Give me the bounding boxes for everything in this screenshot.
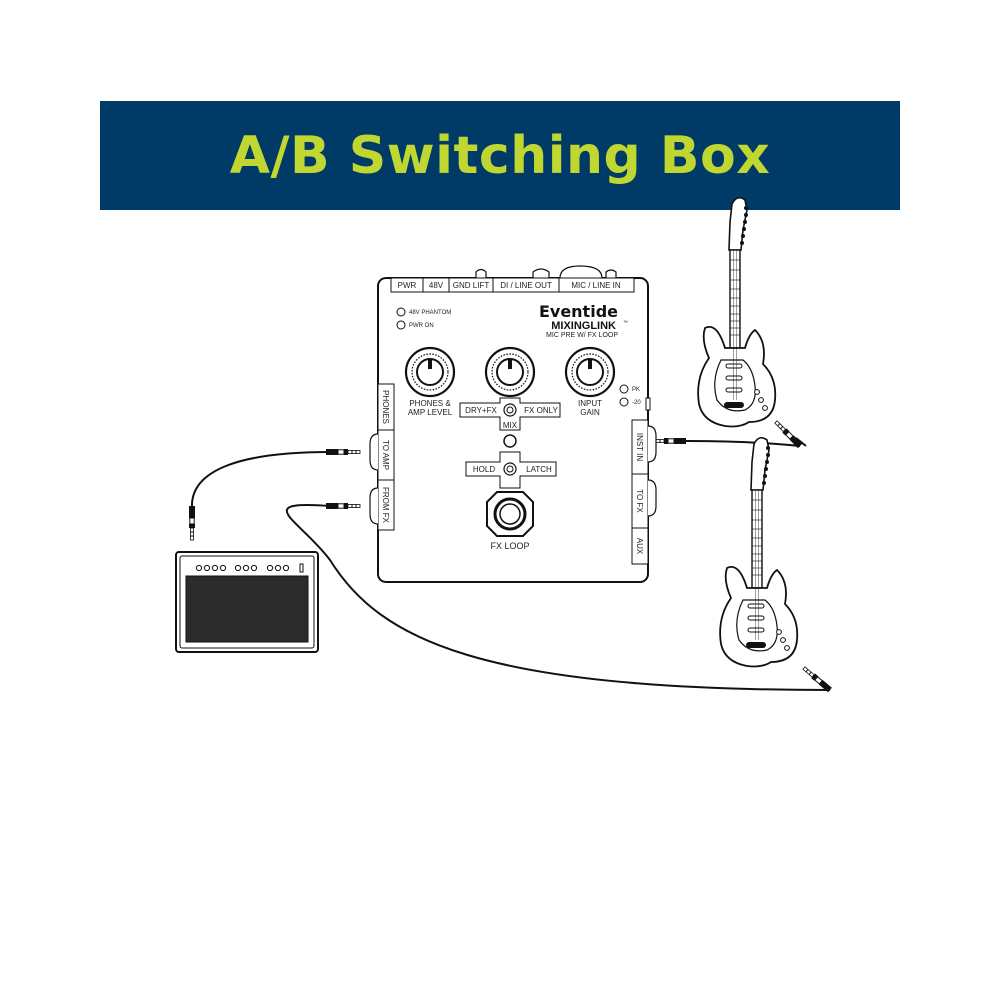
led-icon (619, 384, 629, 394)
latch-label: LATCH (526, 465, 552, 474)
cable-plug-icon (325, 448, 361, 456)
fx-only-label: FX ONLY (524, 406, 558, 415)
phones-jack-label: PHONES (381, 390, 390, 424)
amplifier-icon (175, 551, 319, 653)
input-gain-label-1: INPUT (578, 399, 602, 408)
cable-plug-icon (325, 502, 361, 510)
trademark: ™ (623, 320, 628, 326)
hold-label: HOLD (473, 465, 495, 474)
led-48v-phantom-label: 48V PHANTOM (409, 310, 451, 316)
cable-inst-in (685, 440, 801, 447)
phones-amp-label-1: PHONES & (409, 399, 451, 408)
left-jack-panel (369, 383, 395, 531)
product-subtitle: MIC PRE W/ FX LOOP (546, 332, 618, 339)
knob-mix[interactable] (484, 346, 536, 398)
port-mic-line-in-label: MIC / LINE IN (571, 281, 621, 290)
phones-amp-label-2: AMP LEVEL (408, 408, 453, 417)
led-pk-label: PK (632, 387, 640, 393)
led-icon (619, 397, 629, 407)
to-fx-jack-label: TO FX (635, 489, 644, 513)
cable-plug-icon (651, 437, 687, 445)
guitar-icon (697, 196, 777, 428)
right-jack-panel (631, 419, 657, 565)
title-banner: A/B Switching Box (100, 101, 900, 210)
port-48v-label: 48V (429, 281, 444, 290)
cable-to-amp (190, 451, 331, 509)
guitar-icon (719, 436, 799, 668)
mix-toggle[interactable] (459, 397, 561, 431)
brand-logo: Eventide (539, 302, 618, 321)
input-gain-label-2: GAIN (580, 408, 600, 417)
mix-label: MIX (503, 421, 518, 430)
cable-plug-icon (801, 665, 833, 693)
led-icon (396, 320, 406, 330)
footswitch-icon[interactable] (486, 491, 534, 537)
aux-jack-label: AUX (635, 538, 644, 555)
led-minus20-label: -20 (632, 400, 641, 406)
to-amp-jack-label: TO AMP (381, 440, 390, 470)
dry-fx-label: DRY+FX (465, 406, 497, 415)
cable-plug-icon (188, 505, 196, 541)
hold-latch-toggle[interactable] (465, 451, 557, 489)
led-icon (503, 434, 517, 448)
knob-phones-amp-level[interactable] (404, 346, 456, 398)
top-ports: PWR 48V GND LIFT DI / LINE OUT MIC / LIN… (390, 277, 635, 293)
inst-in-jack-label: INST IN (635, 433, 644, 462)
led-pwr-on-label: PWR ON (409, 323, 434, 329)
cable-from-fx (285, 504, 831, 691)
from-fx-jack-label: FROM FX (381, 487, 390, 524)
port-gnd-lift-label: GND LIFT (453, 281, 490, 290)
knob-input-gain[interactable] (564, 346, 616, 398)
banner-title: A/B Switching Box (229, 125, 771, 186)
fx-loop-label: FX LOOP (490, 541, 529, 551)
port-pwr-label: PWR (398, 281, 417, 290)
port-di-line-out-label: DI / LINE OUT (500, 281, 552, 290)
led-icon (396, 307, 406, 317)
product-name: MIXINGLINK (551, 320, 616, 332)
